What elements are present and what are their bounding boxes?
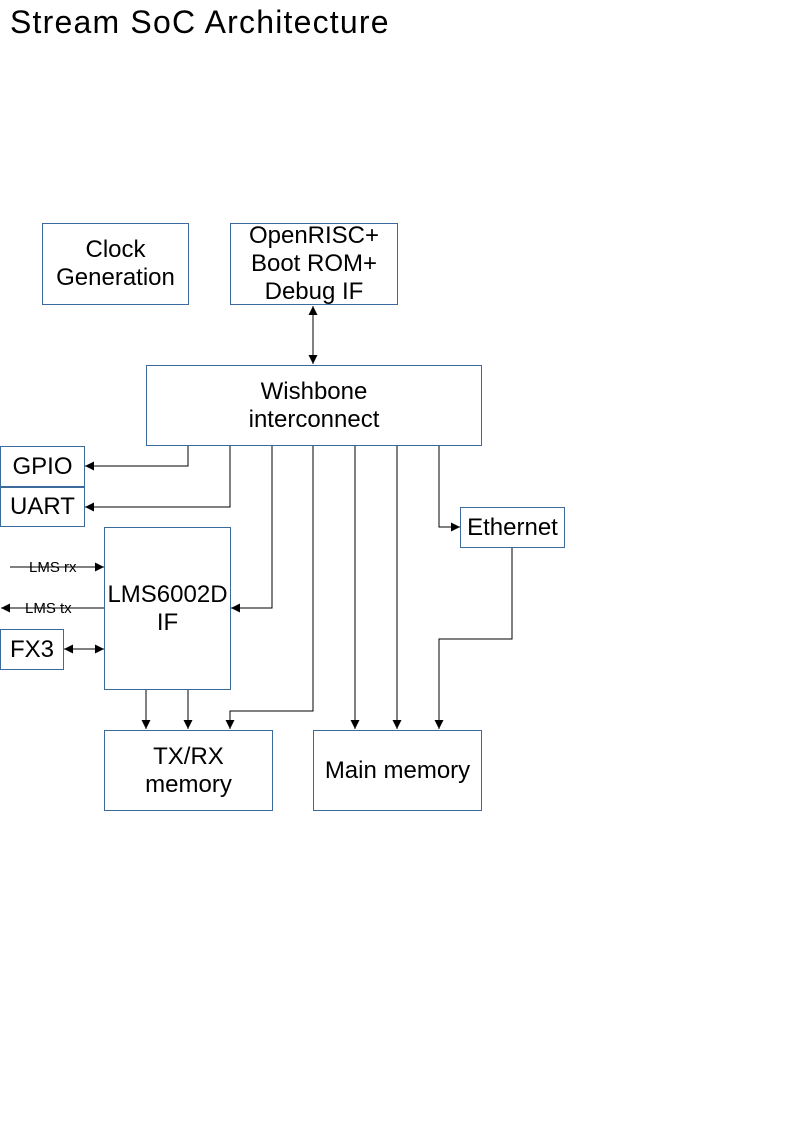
wishbone-line-2: interconnect xyxy=(248,405,380,433)
openrisc-block: OpenRISC+Boot ROM+Debug IF xyxy=(230,222,398,305)
gpio-block: GPIO xyxy=(0,446,85,487)
wire-wishbone-ethernet xyxy=(438,446,460,532)
openrisc-line-1: OpenRISC+ xyxy=(248,222,380,249)
main-memory-label: Main memory xyxy=(324,756,471,784)
openrisc-line-2: Boot ROM+ xyxy=(250,250,378,277)
gpio-label: GPIO xyxy=(12,452,73,480)
main-memory-block: Main memory xyxy=(313,730,482,811)
uart-block: UART xyxy=(0,487,85,527)
uart-label: UART xyxy=(10,493,75,520)
page-title: Stream SoC Architecture xyxy=(10,4,390,40)
lms-rx-label: LMS rx xyxy=(29,559,77,576)
wire-ethernet-main xyxy=(434,548,513,729)
clock-line-1: Clock xyxy=(85,236,146,263)
wire-wishbone-lms xyxy=(231,446,273,613)
openrisc-line-3: Debug IF xyxy=(264,278,364,305)
fx3-block: FX3 xyxy=(0,629,64,670)
clock-line-2: Generation xyxy=(56,264,175,291)
lms-tx-label: LMS tx xyxy=(25,600,72,617)
txrx-line-2: memory xyxy=(145,770,232,798)
wire-wishbone-gpio xyxy=(85,446,189,471)
wire-wishbone-uart xyxy=(85,446,231,512)
wire-wishbone-txrx xyxy=(225,446,314,729)
txrx-line-1: TX/RX xyxy=(153,742,224,770)
wishbone-line-1: Wishbone xyxy=(260,377,368,405)
ethernet-block: Ethernet xyxy=(460,507,565,548)
ethernet-label: Ethernet xyxy=(467,513,558,541)
fx3-label: FX3 xyxy=(9,635,54,663)
lms-line-2: IF xyxy=(156,608,179,636)
lms-line-1: LMS6002D xyxy=(107,580,228,608)
